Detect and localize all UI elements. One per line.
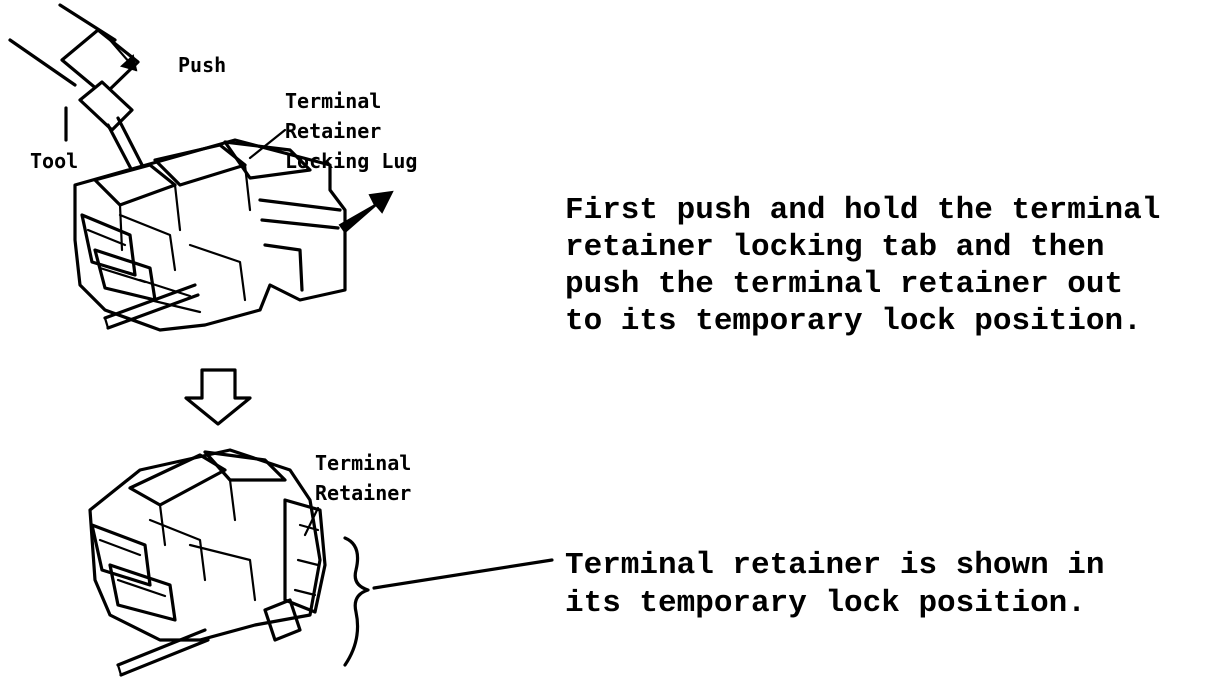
retainer-label-line-2: Retainer <box>315 481 411 505</box>
push-label: Push <box>178 53 226 77</box>
tool-illustration <box>8 3 162 207</box>
caption-leader <box>372 558 554 590</box>
caption-line-2: its temporary lock position. <box>565 586 1086 621</box>
lug-label-line-2: Retainer <box>285 119 381 143</box>
instruction-line-4: to its temporary lock position. <box>565 304 1142 339</box>
caption-line-1: Terminal retainer is shown in <box>565 548 1105 583</box>
lug-label-line-3: Locking Lug <box>285 149 417 173</box>
instruction-line-3: push the terminal retainer out <box>565 267 1123 302</box>
lug-label-line-1: Terminal <box>285 89 381 113</box>
bracket <box>343 536 370 667</box>
tool-label: Tool <box>30 149 78 173</box>
retainer-leader <box>303 506 320 537</box>
lug-leader <box>248 128 287 160</box>
retainer-label-line-1: Terminal <box>315 451 411 475</box>
instruction-line-1: First push and hold the terminal <box>565 193 1160 228</box>
instruction-line-2: retainer locking tab and then <box>565 230 1105 265</box>
connector-bottom <box>88 448 327 677</box>
down-arrow <box>184 368 252 426</box>
connector-top <box>73 138 394 332</box>
